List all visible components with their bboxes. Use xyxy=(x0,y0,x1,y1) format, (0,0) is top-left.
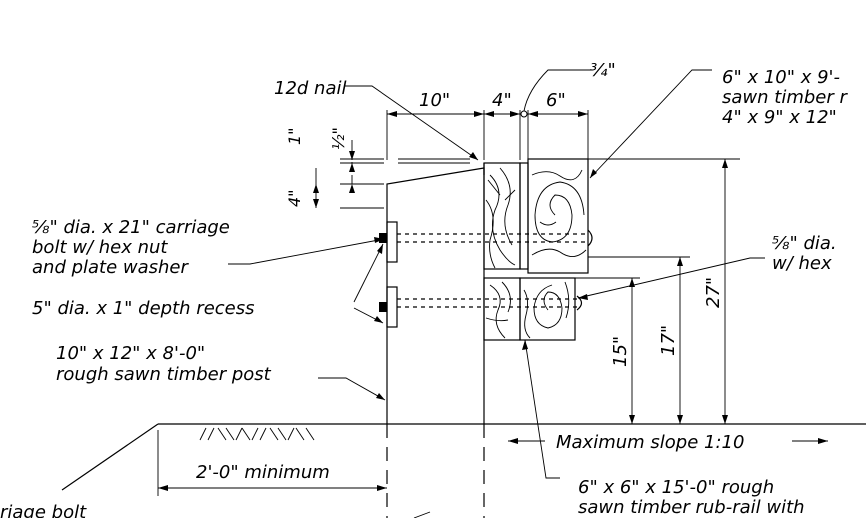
label-nail: 12d nail xyxy=(274,78,347,99)
plate-washer-upper xyxy=(379,221,398,263)
slope-arrow xyxy=(508,438,828,444)
label-rail-top-3: 4" x 9" x 12" xyxy=(722,107,837,128)
lower-rail xyxy=(519,277,576,341)
label-min-embed: 2'-0" minimum xyxy=(196,462,330,483)
bolt-lines xyxy=(397,229,593,311)
label-dim-6-top: 6" xyxy=(546,90,566,111)
label-dim-4-top: 4" xyxy=(492,90,512,111)
timber-post xyxy=(386,167,485,518)
top-dimensions xyxy=(386,69,592,160)
upper-rail xyxy=(527,158,589,274)
label-dim-10: 10" xyxy=(419,90,450,111)
label-dim-15: 15" xyxy=(610,336,631,367)
label-cut-off: riage bolt xyxy=(0,502,87,518)
label-carriage-2: bolt w/ hex nut xyxy=(32,237,168,258)
label-dim-1: 1" xyxy=(285,127,304,145)
label-bolt-right-1: ⅝" dia. xyxy=(772,233,837,254)
ground xyxy=(61,423,866,491)
label-dim-4-left: 4" xyxy=(285,189,304,207)
earth-hatch xyxy=(199,427,315,441)
label-rail-top-1: 6" x 10" x 9'- xyxy=(722,67,840,88)
label-bolt-right-2: w/ hex xyxy=(772,253,832,274)
label-dim-half: ½" xyxy=(329,127,348,150)
label-dim-17: 17" xyxy=(658,325,679,356)
lower-block xyxy=(483,277,521,341)
label-post-1: 10" x 12" x 8'-0" xyxy=(56,343,205,364)
label-post-2: rough sawn timber post xyxy=(56,364,272,385)
left-dimensions xyxy=(313,140,470,209)
leaders xyxy=(228,69,765,518)
upper-block xyxy=(483,162,521,270)
label-carriage-1: ⅝" dia. x 21" carriage xyxy=(32,217,230,238)
upper-spacer xyxy=(519,162,529,270)
right-dimensions xyxy=(575,158,740,424)
label-rubrail-2: sawn timber rub-rail with xyxy=(578,497,805,518)
embed-dimension xyxy=(157,430,387,496)
label-dim-3-4: ¾" xyxy=(590,60,616,81)
label-recess: 5" dia. x 1" depth recess xyxy=(32,298,255,319)
label-carriage-3: and plate washer xyxy=(32,257,190,278)
label-rail-top-2: sawn timber r xyxy=(722,87,848,108)
label-dim-27: 27" xyxy=(703,277,724,308)
plate-washer-lower xyxy=(379,286,398,328)
label-slope: Maximum slope 1:10 xyxy=(556,432,744,453)
label-rubrail-1: 6" x 6" x 15'-0" rough xyxy=(578,477,774,498)
